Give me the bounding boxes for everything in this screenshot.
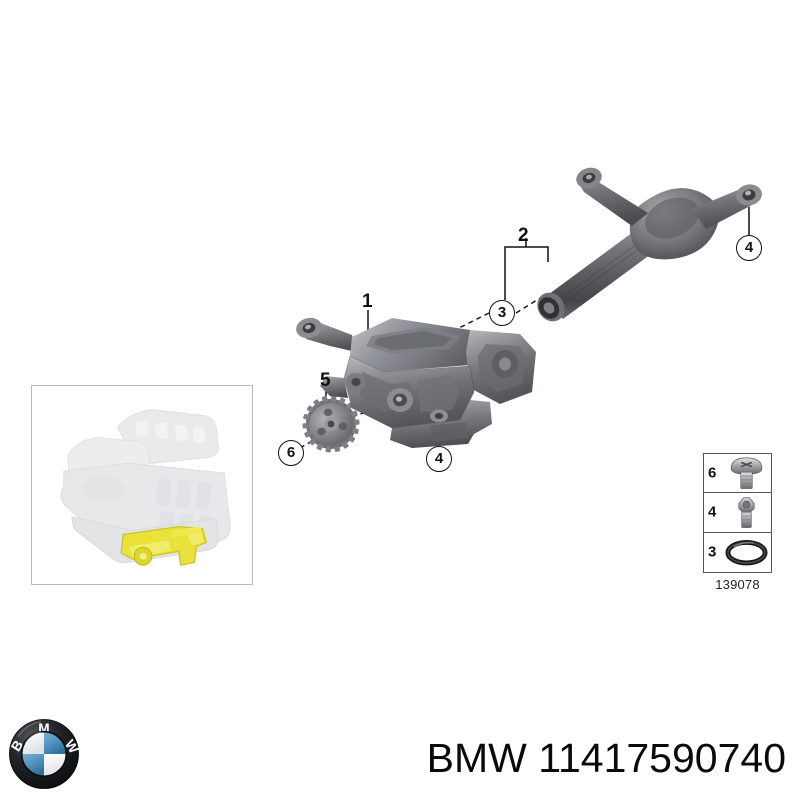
callout-label-1: 1: [362, 291, 373, 312]
diagram-code-label: 139078: [715, 577, 760, 592]
engine-ghost-illustration: [60, 409, 231, 566]
part-number-text: BMW 11417590740: [426, 735, 786, 781]
bmw-logo: B M W: [8, 718, 80, 790]
engine-location-inset: [31, 385, 253, 585]
pan-head-screw-icon: [724, 454, 769, 492]
bmw-roundel-icon: B M W: [8, 719, 80, 789]
legend-row-4: 4: [704, 493, 771, 533]
callout-bubble-4-bracket[interactable]: 4: [736, 235, 762, 261]
callout-label-2: 2: [518, 225, 529, 246]
callout-bubble-3-shaft[interactable]: 3: [489, 300, 515, 326]
legend-row-3: 3: [704, 533, 771, 572]
part-drive-shaft-with-bracket: [537, 167, 762, 322]
part-oil-pump-assembly: [296, 317, 536, 448]
legend-number-6: 6: [708, 464, 717, 482]
part-drive-sprocket: [302, 395, 360, 453]
callout-bubble-6-sprocket[interactable]: 6: [278, 440, 304, 466]
legend-row-6: 6: [704, 454, 771, 494]
legend-number-4: 4: [708, 503, 717, 521]
callout-bubble-4-pump[interactable]: 4: [426, 446, 452, 472]
callout-label-5: 5: [320, 370, 331, 391]
svg-text:M: M: [38, 721, 49, 736]
o-ring-icon: [724, 533, 769, 572]
legend-number-3: 3: [708, 543, 717, 561]
hardware-legend-box: 6: [703, 453, 772, 573]
oil-pump-highlight: [120, 525, 208, 566]
hex-bolt-icon: [724, 493, 769, 531]
